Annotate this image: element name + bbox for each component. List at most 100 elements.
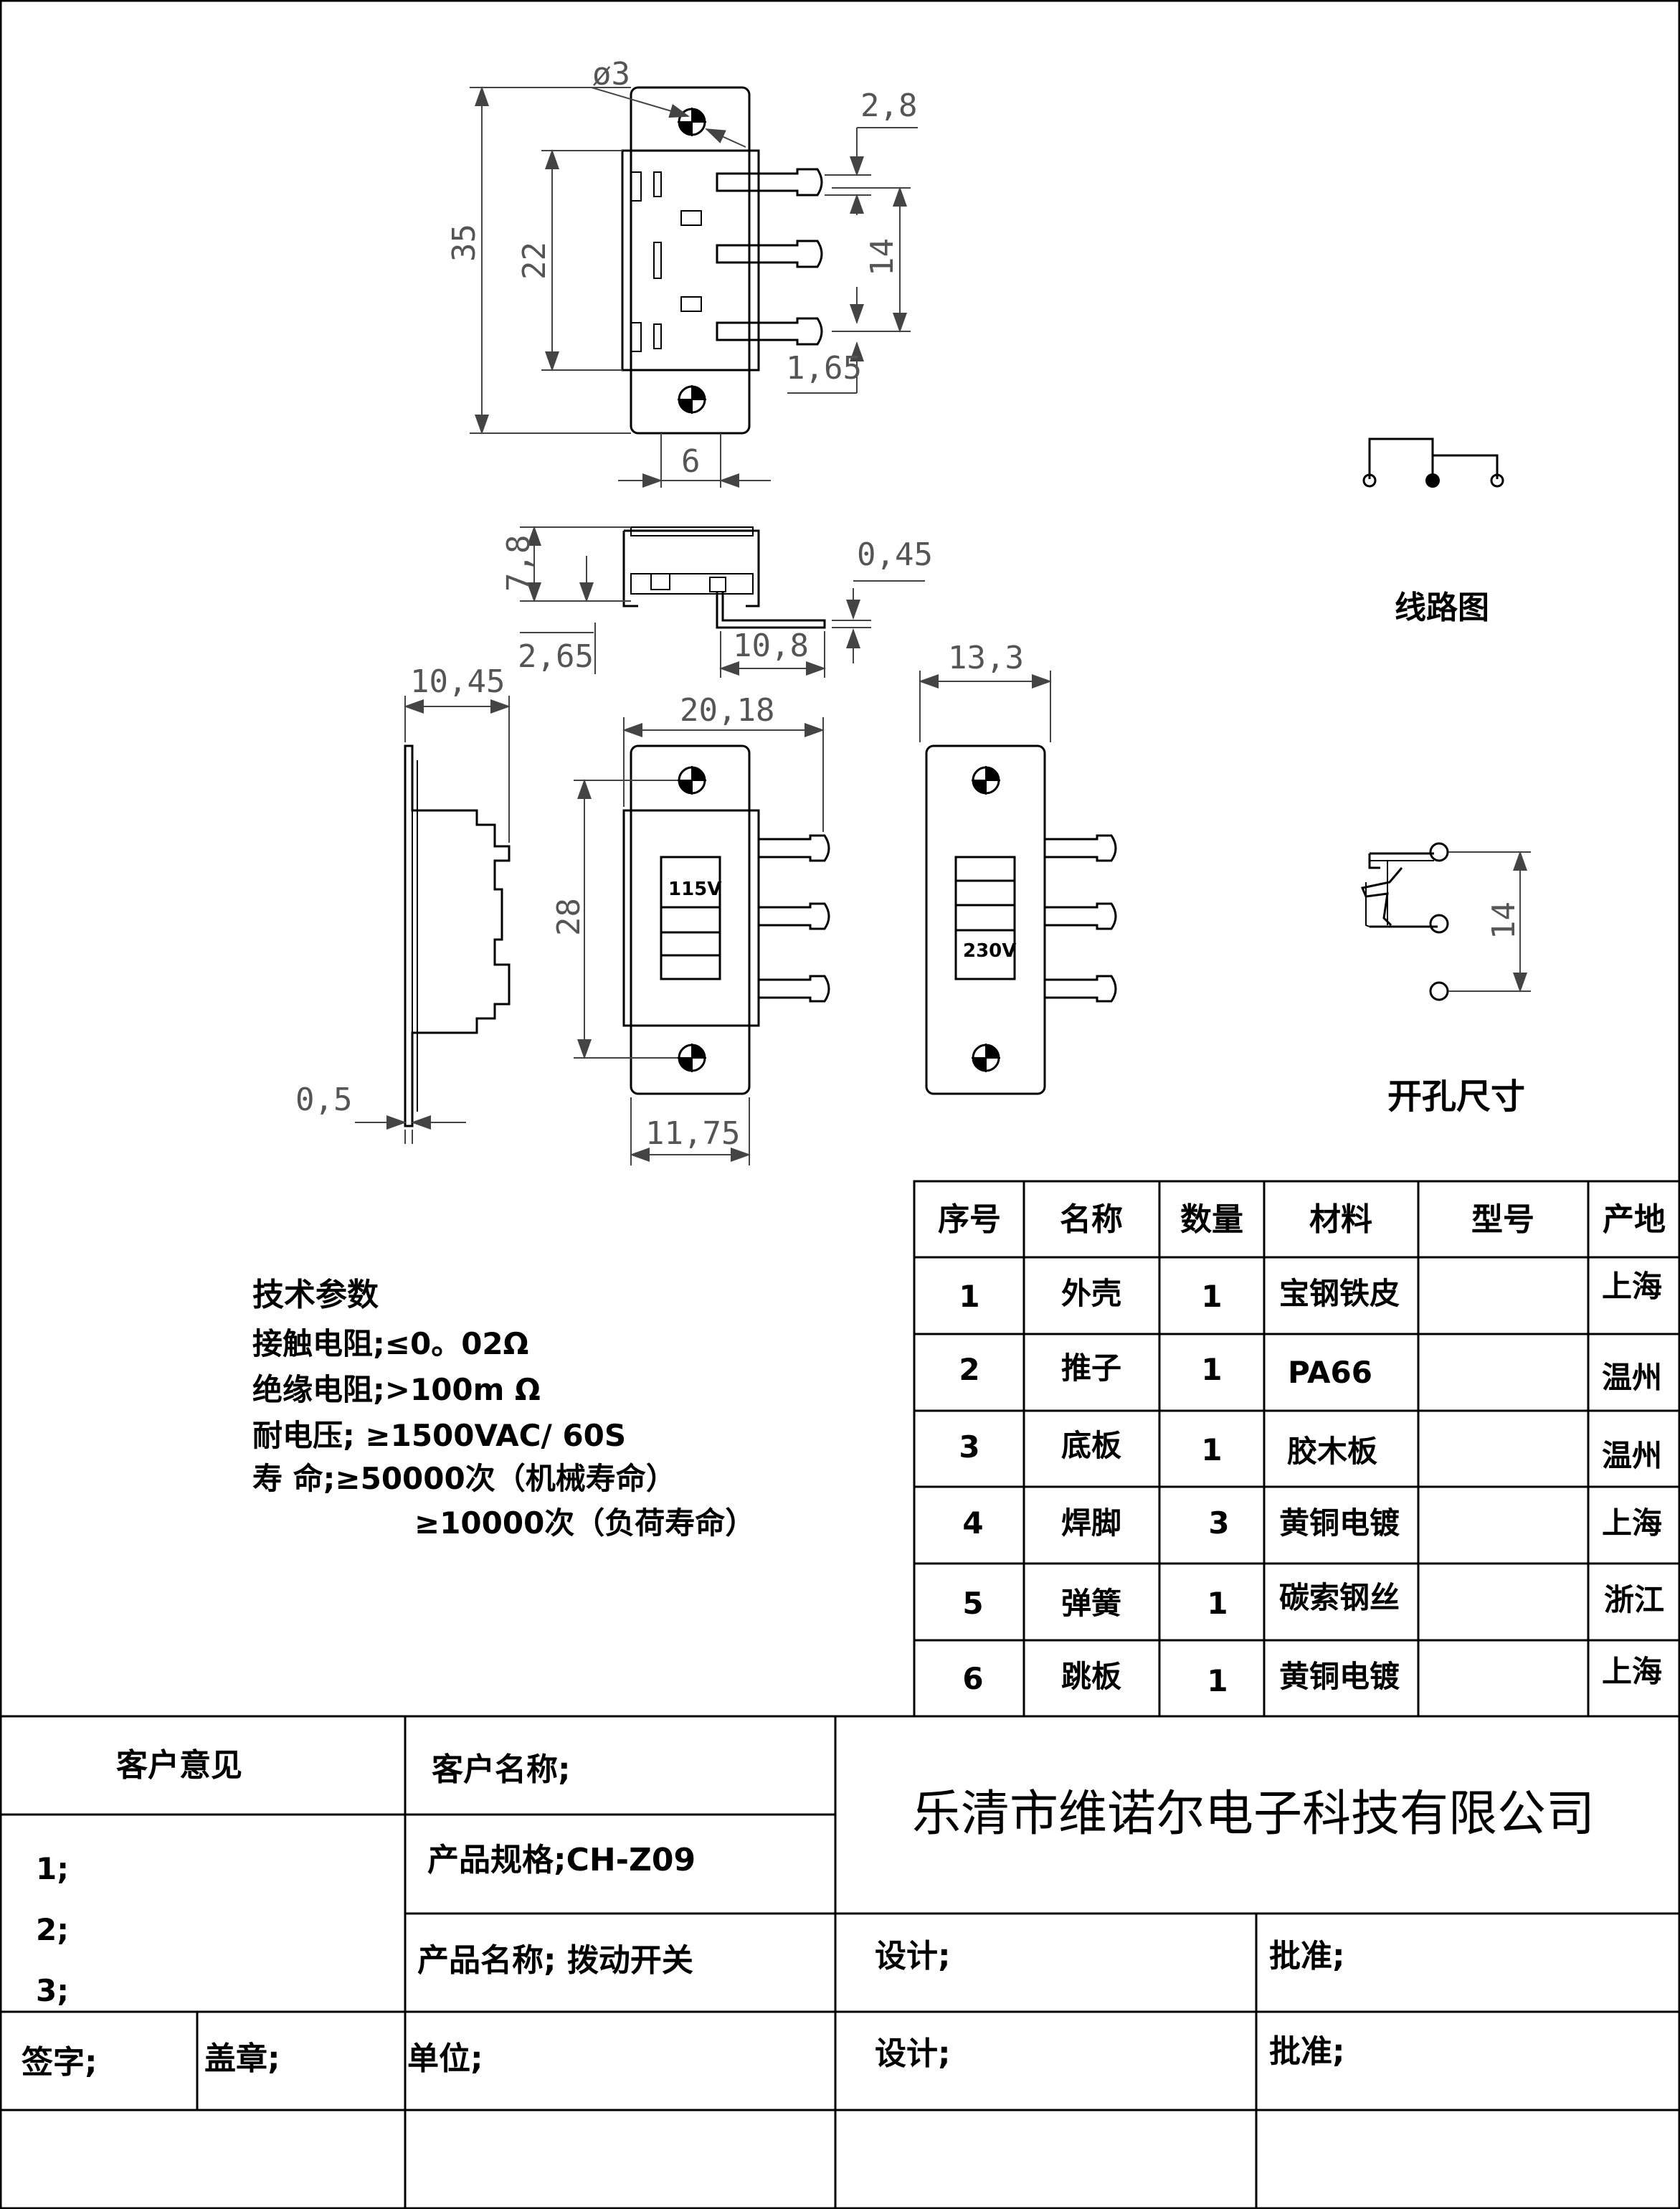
customer-name-label: 客户名称;: [432, 1751, 571, 1788]
unit-label: 单位;: [407, 2040, 483, 2077]
design-label-1: 设计;: [875, 1938, 951, 1974]
bom-cell: 1: [1207, 1586, 1228, 1621]
bom-row: 4 焊脚 3 黄铜电镀 上海: [962, 1505, 1662, 1541]
bom-cell: 1: [1201, 1432, 1222, 1467]
dim-13-3: 13,3: [948, 640, 1024, 676]
tech-line-2: 绝缘电阻;>100m Ω: [252, 1372, 541, 1407]
product-name-label: 产品名称; 拨动开关: [417, 1942, 693, 1979]
bom-row: 3 底板 1 胶木板 温州: [959, 1428, 1662, 1473]
terminal-common: [1425, 473, 1440, 488]
bom-cell: 胶木板: [1287, 1434, 1377, 1469]
cutout-title: 开孔尺寸: [1387, 1077, 1525, 1117]
bom-cell: 1: [1201, 1279, 1222, 1314]
opinion-item: 1;: [36, 1851, 69, 1886]
dim-hole: ø3: [592, 56, 630, 93]
tech-line-1: 接触电阻;≤0。02Ω: [252, 1326, 528, 1361]
tech-line-3: 耐电压; ≥1500VAC/ 60S: [252, 1418, 626, 1453]
dim-22: 22: [516, 242, 553, 280]
bom-cell: 3: [959, 1429, 979, 1465]
bom-cell: 上海: [1602, 1654, 1662, 1689]
title-block: [0, 1715, 1680, 2209]
bom-row: 1 外壳 1 宝钢铁皮 上海: [959, 1269, 1662, 1314]
sign-label: 签字;: [22, 2044, 98, 2081]
bom-cell: 底板: [1061, 1428, 1121, 1463]
bom-cell: 2: [959, 1352, 979, 1387]
circuit-title: 线路图: [1395, 590, 1489, 626]
dim-7-8: 7,8: [500, 535, 537, 592]
bom-cell: 4: [962, 1505, 983, 1541]
bom-cell: 1: [1207, 1663, 1228, 1698]
bom-cell: 跳板: [1061, 1659, 1121, 1694]
tech-line-5: ≥10000次（负荷寿命）: [414, 1505, 755, 1541]
dim-10-45: 10,45: [410, 663, 505, 700]
bom-cell: 温州: [1602, 1360, 1662, 1395]
circuit-diagram: [1362, 437, 1504, 488]
tech-line-4: 寿 命;≥50000次（机械寿命）: [252, 1461, 676, 1496]
bom-row: 6 跳板 1 黄铜电镀 上海: [962, 1654, 1662, 1698]
bom-cell: 黄铜电镀: [1279, 1659, 1400, 1694]
approve-label-1: 批准;: [1269, 1938, 1345, 1974]
customer-opinion-label: 客户意见: [116, 1747, 242, 1784]
label-115v: 115V: [668, 879, 721, 900]
seal-label: 盖章;: [204, 2040, 280, 2077]
dim-0-45: 0,45: [857, 536, 933, 573]
bom-cell: 5: [962, 1586, 983, 1621]
dim-28: 28: [551, 898, 587, 936]
bom-cell: 3: [1208, 1505, 1229, 1541]
dim-2-65: 2,65: [518, 638, 594, 675]
dim-cutout-14: 14: [1486, 902, 1522, 940]
opinion-item: 3;: [36, 1973, 69, 2008]
bom-cell: 浙江: [1604, 1582, 1664, 1617]
front-view-115v-drawing: [574, 717, 830, 1165]
dim-0-5: 0,5: [295, 1082, 352, 1118]
opinion-item: 2;: [36, 1912, 69, 1947]
top-view-drawing: [470, 86, 918, 488]
bom-cell: 焊脚: [1061, 1505, 1121, 1541]
bom-cell: 碳索钢丝: [1279, 1580, 1400, 1615]
approve-label-2: 批准;: [1269, 2033, 1345, 2070]
dim-20-18: 20,18: [680, 692, 774, 729]
design-label-2: 设计;: [875, 2035, 951, 2072]
left-side-view-drawing: [355, 696, 511, 1144]
terminal-left: [1362, 473, 1377, 488]
bom-header-material: 材料: [1309, 1201, 1372, 1238]
dim-1-65: 1,65: [786, 350, 862, 387]
dim-14: 14: [864, 238, 901, 276]
profile-view-drawing: [520, 526, 925, 678]
front-view-230v-drawing: [919, 671, 1117, 1095]
bom-cell: 推子: [1061, 1351, 1121, 1386]
company-name: 乐清市维诺尔电子科技有限公司: [912, 1786, 1595, 1843]
bom-header-model: 型号: [1471, 1201, 1534, 1238]
dim-11-75: 11,75: [645, 1115, 740, 1152]
label-230v: 230V: [963, 940, 1016, 962]
bom-header-origin: 产地: [1603, 1201, 1666, 1238]
bom-header-qty: 数量: [1180, 1201, 1243, 1238]
tech-title: 技术参数: [252, 1277, 379, 1313]
bom-row: 5 弹簧 1 碳索钢丝 浙江: [962, 1580, 1664, 1621]
bom-header-no: 序号: [938, 1201, 1001, 1238]
bom-cell: 上海: [1602, 1269, 1662, 1304]
slider-window-230v: [954, 856, 1016, 980]
bom-header-name: 名称: [1060, 1201, 1123, 1238]
bom-cell: 外壳: [1061, 1276, 1121, 1311]
cutout-diagram: [1360, 842, 1531, 1001]
bom-cell: 宝钢铁皮: [1279, 1276, 1400, 1311]
bom-cell: 1: [1201, 1352, 1222, 1387]
bom-cell: 上海: [1602, 1505, 1662, 1541]
bom-cell: 6: [962, 1661, 983, 1696]
dim-10-8: 10,8: [733, 628, 809, 664]
bom-cell: 温州: [1602, 1438, 1662, 1473]
bom-cell: 弹簧: [1061, 1586, 1121, 1621]
dim-35: 35: [446, 224, 483, 262]
bom-cell: 黄铜电镀: [1279, 1505, 1400, 1541]
bom-row: 2 推子 1 PA66 温州: [959, 1351, 1662, 1395]
dim-6: 6: [681, 443, 701, 480]
dim-2-8: 2,8: [860, 87, 917, 124]
bom-cell: 1: [959, 1279, 979, 1314]
slider-window-115v: [660, 856, 721, 980]
bom-cell: PA66: [1288, 1355, 1372, 1390]
product-spec-label: 产品规格;CH-Z09: [427, 1842, 696, 1878]
terminal-right: [1490, 473, 1504, 488]
